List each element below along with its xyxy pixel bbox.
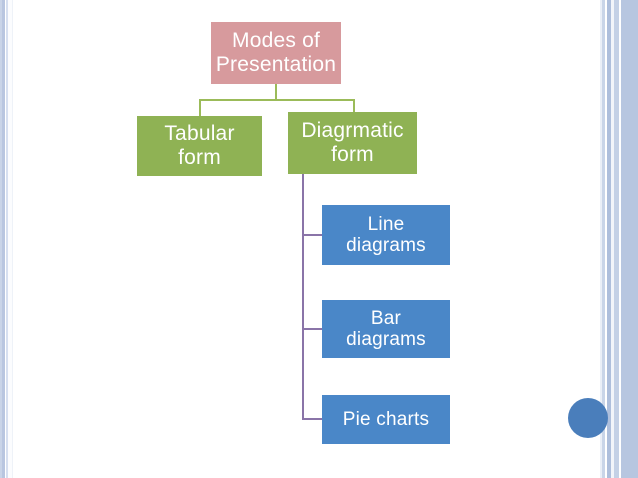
- right-border-stripe-1: [600, 0, 602, 478]
- node-line-diagrams-label: Line diagrams: [346, 214, 426, 257]
- node-root-line2: Presentation: [215, 53, 337, 76]
- left-border-stripe-3: [5, 0, 6, 478]
- node-pie-charts[interactable]: Pie charts: [322, 395, 450, 444]
- connector-to-diagrmatic-form: [353, 99, 355, 113]
- connector-level3-spine: [302, 174, 304, 420]
- left-border-stripe-1: [0, 0, 2, 478]
- left-border-stripe-5: [8, 0, 12, 478]
- right-border-stripe-2: [602, 0, 605, 478]
- accent-circle: [568, 398, 608, 438]
- node-diagrmatic-form-label: Diagrmatic form: [301, 119, 403, 166]
- node-bar-diagrams-line1: Bar: [370, 307, 402, 329]
- connector-to-bar-diagrams: [302, 328, 324, 330]
- connector-root-drop: [275, 84, 277, 100]
- left-border-stripe-6: [12, 0, 13, 478]
- node-modes-of-presentation[interactable]: Modes of Presentation: [211, 22, 341, 84]
- node-bar-diagrams[interactable]: Bar diagrams: [322, 300, 450, 358]
- left-border-stripe-2: [2, 0, 5, 478]
- node-root-line1: Modes of: [232, 29, 320, 53]
- connector-level2-bus: [199, 99, 355, 101]
- node-diagrmatic-form[interactable]: Diagrmatic form: [288, 112, 417, 174]
- right-border-stripe-5: [611, 0, 614, 478]
- right-border-stripe-4: [607, 0, 611, 478]
- node-tabular-form-label: Tabular form: [164, 122, 235, 169]
- right-border-stripe-8: [621, 0, 638, 478]
- right-border-stripe-3: [605, 0, 607, 478]
- node-line-diagrams-line1: Line: [367, 213, 405, 235]
- right-border-stripe-7: [619, 0, 621, 478]
- right-border-stripe-6: [614, 0, 619, 478]
- node-line-diagrams[interactable]: Line diagrams: [322, 205, 450, 265]
- node-diagrmatic-form-line1: Diagrmatic: [301, 119, 404, 143]
- node-modes-of-presentation-label: Modes of Presentation: [216, 29, 336, 76]
- connector-to-tabular-form: [199, 99, 201, 116]
- connector-to-line-diagrams: [302, 234, 324, 236]
- connector-to-pie-charts: [302, 418, 324, 420]
- node-bar-diagrams-line2: diagrams: [346, 329, 426, 350]
- node-diagrmatic-form-line2: form: [331, 143, 374, 166]
- node-line-diagrams-line2: diagrams: [346, 235, 426, 256]
- node-tabular-form[interactable]: Tabular form: [137, 116, 262, 176]
- node-pie-charts-label: Pie charts: [342, 408, 430, 430]
- left-border-stripe-4: [6, 0, 8, 478]
- node-bar-diagrams-label: Bar diagrams: [346, 308, 426, 351]
